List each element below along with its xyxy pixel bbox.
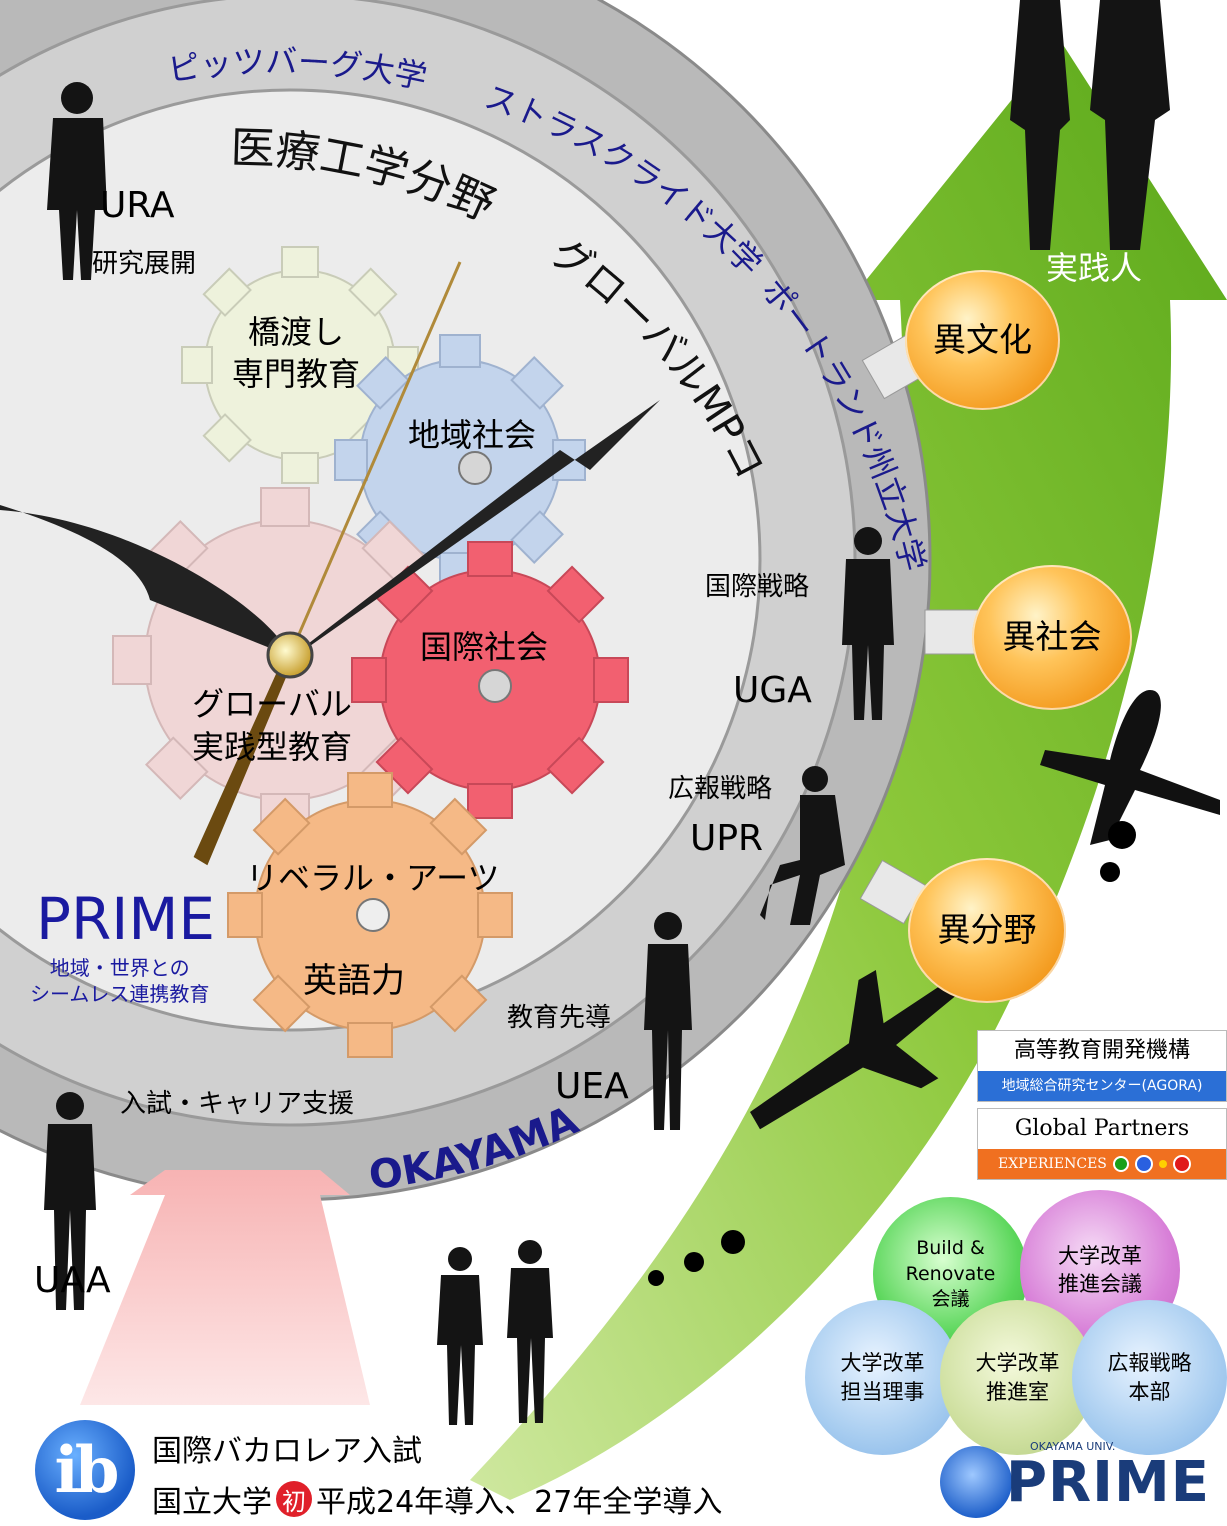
role-upr-desc: 広報戦略 [668,774,773,804]
gear-bridge-line1: 橋渡し [248,313,345,351]
ellipsis-dots-bottom [648,1230,745,1286]
ib-logo-text: ib [54,1432,119,1508]
prime-subtitle: 地域・世界との シームレス連携教育 [30,955,209,1007]
prime-logo-small: OKAYAMA UNIV. [1030,1440,1116,1453]
prime-logo-big: PRIME [1006,1450,1210,1515]
person-upr [760,766,845,925]
agora-box: 高等教育開発機構 地域総合研究センター(AGORA) [977,1030,1227,1102]
ib-line2-post: 平成24年導入、27年全学導入 [316,1485,723,1520]
person-uea [644,912,692,1130]
gear-global-line2: 実践型教育 [192,728,353,767]
prime-logo: OKAYAMA UNIV. PRIME [940,1440,1225,1520]
gear-liberal [227,772,513,1058]
clock-hands [0,261,660,866]
role-uea-desc: 教育先導 [507,1003,612,1033]
prime-subtitle-line1: 地域・世界との [49,956,190,980]
dot-red-icon [1172,1155,1191,1173]
agora-title: 高等教育開発機構 [1013,1038,1190,1063]
org-pr-hq: 広報戦略 本部 [1072,1300,1227,1455]
gear-regional [334,334,586,586]
bubble-ishakai: 異社会 [972,565,1132,710]
dot-blue-icon [1134,1155,1153,1173]
prime-title: PRIME [36,885,216,953]
org-office: 大学改革 推進室 [940,1300,1095,1455]
gear-english-label: 英語力 [303,961,405,1001]
dot-green-icon [1112,1156,1129,1172]
ellipsis-dots-right [1100,821,1136,882]
person-pair-2 [507,1240,553,1423]
ib-line2: 国立大学 初 平成24年導入、27年全学導入 [152,1477,722,1521]
gear-global-label: グローバル 実践型教育 [192,683,352,769]
bubble-ibunya: 異分野 [908,858,1066,1003]
partners-title: Global Partners [1014,1116,1190,1141]
role-ura: URA [100,185,175,226]
person-ura [47,82,107,280]
ib-logo: ib [35,1420,135,1520]
partners-strip: EXPERIENCES [978,1149,1226,1179]
agora-subtitle: 地域総合研究センター(AGORA) [978,1071,1226,1101]
dot-yellow-icon [1158,1160,1167,1168]
org-director: 大学改革 担当理事 [805,1300,960,1455]
person-pair-1 [437,1247,483,1425]
gear-liberal-label: リベラル・アーツ [246,859,500,897]
partners-subtitle: EXPERIENCES [998,1156,1107,1172]
gear-global-line1: グローバル [192,685,352,723]
ib-line2-pre: 国立大学 [152,1485,272,1520]
airplane-middle-icon [750,970,967,1130]
role-uea: UEA [555,1066,629,1107]
gear-bridge-line2: 専門教育 [232,354,361,393]
prime-logo-globe [940,1446,1012,1518]
person-uga [842,527,894,720]
person-silhouettes [44,0,1170,1425]
partners-box: Global Partners EXPERIENCES [977,1108,1227,1180]
ib-line1: 国際バカロレア入試 [152,1434,422,1469]
gear-bridge-label: 橋渡し 専門教育 [232,312,360,395]
role-ura-desc: 研究展開 [92,249,197,279]
ib-pink-arrow [80,1170,370,1405]
ib-first-badge: 初 [276,1481,312,1517]
connector-2 [924,609,981,655]
airplane-right-icon [1040,690,1220,845]
person-top-couple [1010,0,1170,250]
bubble-ibunka: 異文化 [905,270,1060,410]
gear-international [351,541,629,819]
role-uaa: UAA [34,1260,111,1301]
person-uaa [44,1092,96,1310]
role-uaa-desc: 入試・キャリア支援 [120,1089,355,1119]
role-uga-desc: 国際戦略 [705,572,810,602]
gear-regional-label: 地域社会 [408,416,537,454]
role-uga: UGA [733,670,812,711]
prime-subtitle-line2: シームレス連携教育 [30,982,210,1006]
growth-arrow [470,40,1227,1500]
role-upr: UPR [690,818,764,859]
arrow-top-label: 実践人 [1046,249,1143,287]
gear-international-label: 国際社会 [420,628,549,666]
